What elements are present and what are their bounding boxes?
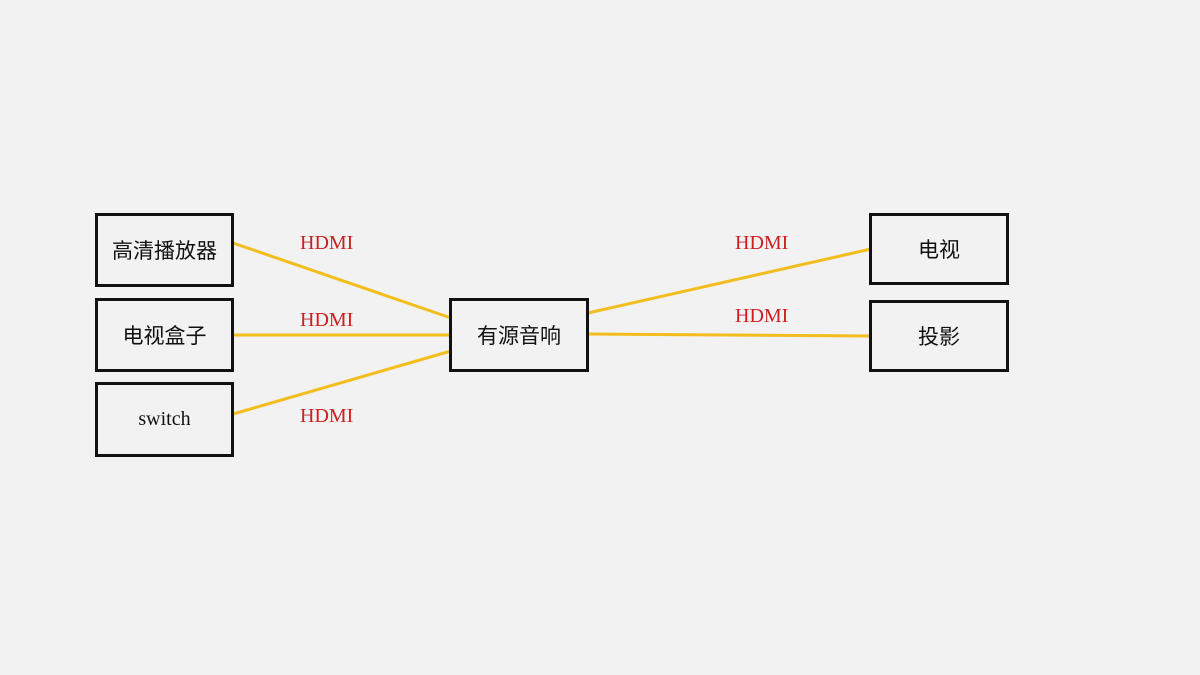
edge-label-speaker-projector: HDMI — [735, 305, 789, 327]
wire-speaker-tv — [586, 247, 873, 315]
wire-player-speaker — [231, 241, 453, 320]
edge-label-switch-speaker: HDMI — [300, 405, 354, 427]
node-switch: switch — [95, 382, 234, 457]
wire-speaker-projector — [586, 332, 873, 338]
edge-label-player-speaker: HDMI — [300, 232, 354, 254]
wire-switch-speaker — [231, 349, 453, 416]
edge-label-tvbox-speaker: HDMI — [300, 309, 354, 331]
node-active-speaker: 有源音响 — [449, 298, 589, 372]
node-tv: 电视 — [869, 213, 1009, 285]
node-hd-player: 高清播放器 — [95, 213, 234, 287]
node-projector: 投影 — [869, 300, 1009, 372]
node-tv-box: 电视盒子 — [95, 298, 234, 372]
edge-label-speaker-tv: HDMI — [735, 232, 789, 254]
